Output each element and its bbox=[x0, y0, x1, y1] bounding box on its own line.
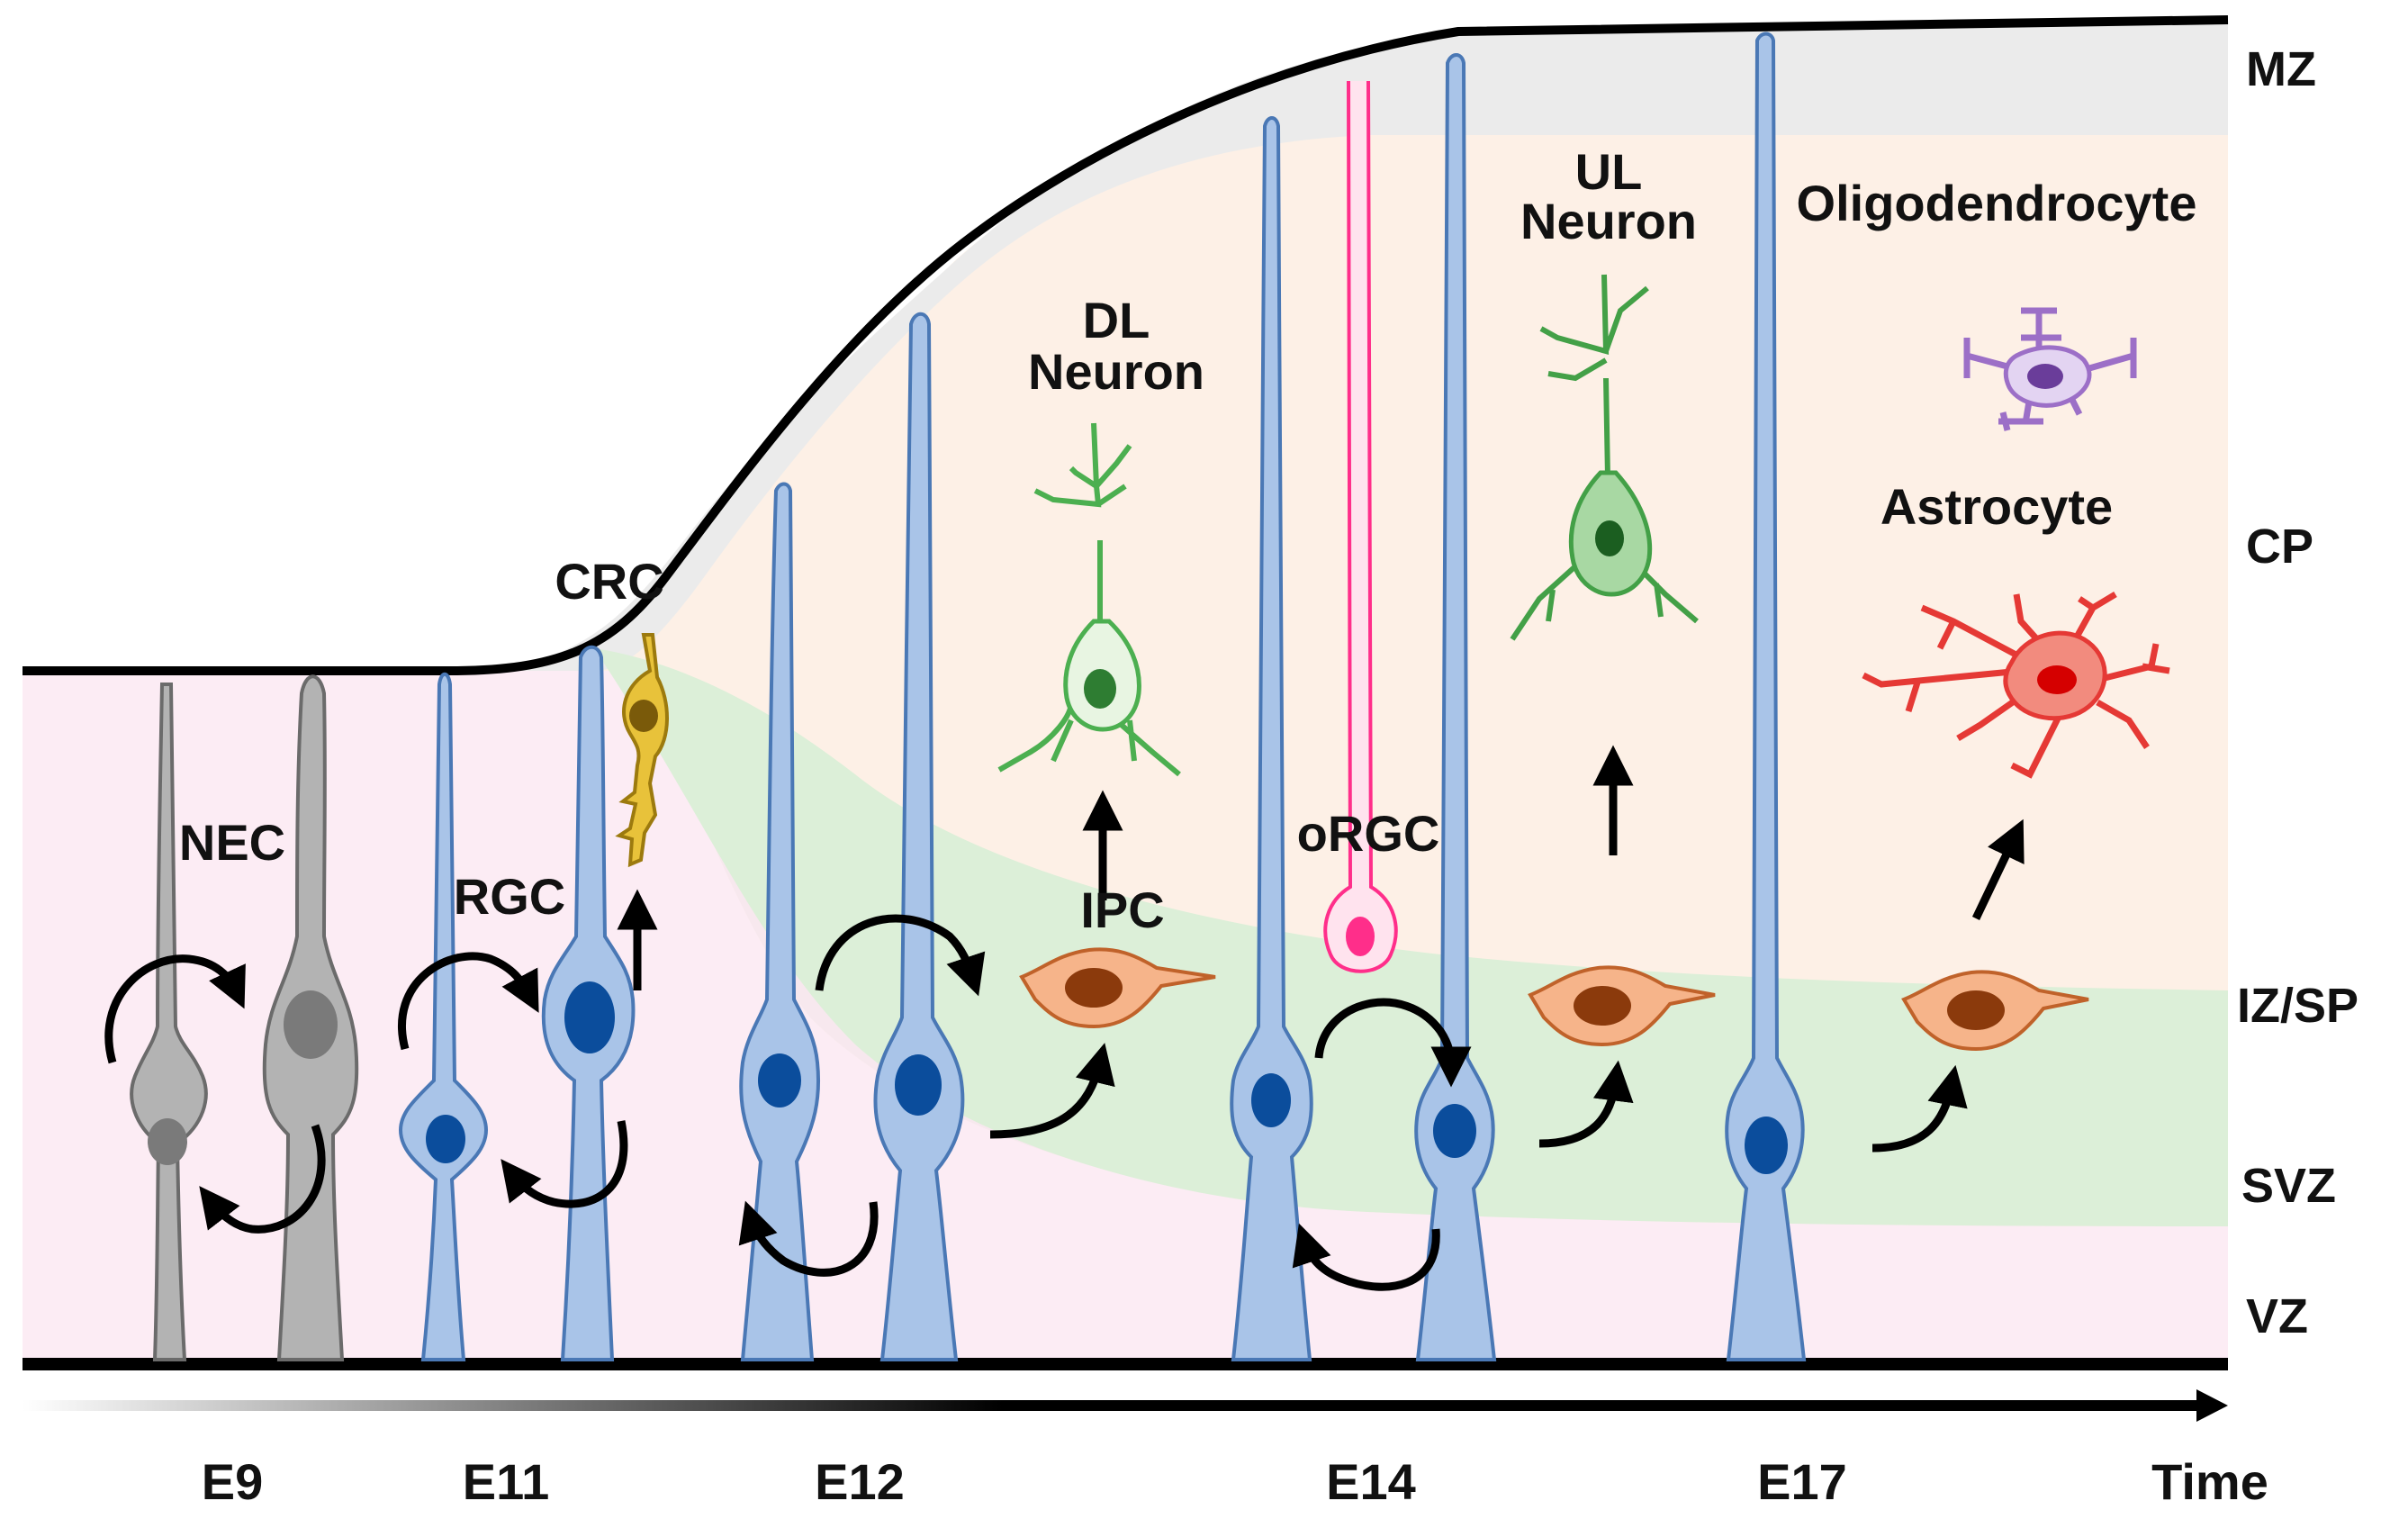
time-tick-e14: E14 bbox=[1326, 1453, 1416, 1510]
rgc-nucleus-2 bbox=[564, 981, 615, 1053]
crc-cell bbox=[615, 633, 669, 868]
ul-neuron-label-line2: Neuron bbox=[1520, 193, 1697, 249]
ul-neuron-label-line1: UL bbox=[1575, 143, 1643, 200]
astrocyte-nucleus bbox=[2037, 665, 2077, 694]
zone-label-mz: MZ bbox=[2246, 42, 2316, 96]
e17-rgc-cell bbox=[1725, 32, 1807, 1361]
ipc-cell-2 bbox=[1528, 965, 1716, 1047]
zone-label-vz: VZ bbox=[2246, 1289, 2308, 1343]
rgc-cell-3 bbox=[739, 482, 821, 1361]
orgc-nucleus bbox=[1346, 917, 1375, 956]
time-tick-e11: E11 bbox=[463, 1453, 550, 1510]
rgc-nucleus-4 bbox=[895, 1054, 942, 1116]
e12-to-ipc-arrow bbox=[989, 1043, 1115, 1139]
time-tick-e17: E17 bbox=[1757, 1453, 1847, 1510]
orgc-label: oRGC bbox=[1297, 805, 1440, 862]
oligodendrocyte-label: Oligodendrocyte bbox=[1797, 175, 2197, 231]
e12-rgc-cells bbox=[739, 312, 965, 1361]
dl-neuron-label-line1: DL bbox=[1083, 292, 1150, 348]
dl-neuron-cell bbox=[997, 422, 1181, 777]
rgc-cycle-arrow-lower bbox=[501, 1120, 628, 1208]
astrocyte-cell bbox=[1862, 591, 2170, 779]
zone-label-iz-sp: IZ/SP bbox=[2237, 979, 2358, 1033]
ul-neuron-nucleus bbox=[1595, 520, 1624, 556]
nec-nucleus-2 bbox=[284, 990, 338, 1059]
e14-rgc-cells bbox=[1230, 53, 1497, 1361]
ipc-cell-3 bbox=[1901, 970, 2089, 1052]
nec-label: NEC bbox=[179, 814, 285, 871]
rgc-nucleus-1 bbox=[426, 1115, 465, 1163]
nec-cells bbox=[130, 674, 359, 1361]
orgc-cell bbox=[1323, 80, 1398, 973]
ipc-nucleus-2 bbox=[1574, 986, 1631, 1026]
astrocyte-processes bbox=[1862, 591, 2170, 779]
nec-cycle-arrow-lower bbox=[199, 1124, 326, 1234]
mz-zone bbox=[450, 20, 2228, 671]
time-axis: E9 E11 E12 E14 E17 Time bbox=[23, 1389, 2268, 1510]
differentiation-arrows bbox=[617, 745, 2025, 990]
orgc-body bbox=[1323, 80, 1398, 973]
e12-cycle-arrow-lower bbox=[738, 1200, 879, 1277]
cycle-arrows bbox=[104, 914, 1968, 1291]
cell-labels: NEC RGC CRC DL Neuron IPC oRGC UL Neuron… bbox=[179, 143, 2197, 938]
time-tick-e12: E12 bbox=[815, 1453, 905, 1510]
ipc-nucleus-1 bbox=[1065, 968, 1123, 1008]
rgc-cell-6 bbox=[1414, 53, 1497, 1361]
rgc-cycle-arrow-upper bbox=[398, 952, 539, 1051]
dl-neuron-nucleus bbox=[1084, 669, 1116, 709]
zone-labels: MZ CP IZ/SP SVZ VZ bbox=[2237, 42, 2358, 1343]
ipc-label: IPC bbox=[1080, 882, 1164, 938]
rgc-nucleus-7 bbox=[1745, 1117, 1788, 1174]
oligodendrocyte-cell bbox=[1963, 307, 2137, 431]
e14-to-ipc-arrow bbox=[1538, 1060, 1634, 1148]
rgc-label: RGC bbox=[454, 868, 565, 925]
rgc-nucleus-3 bbox=[758, 1053, 801, 1108]
rgc-cell-7 bbox=[1725, 32, 1807, 1361]
ipc-to-astrocyte-arrow bbox=[1971, 818, 2025, 920]
crc-nucleus bbox=[629, 700, 658, 732]
ul-neuron-processes bbox=[1510, 274, 1699, 641]
vz-lower-zone bbox=[23, 1226, 2228, 1360]
rgc-cell-1 bbox=[398, 672, 489, 1361]
time-axis-bar bbox=[23, 1400, 2201, 1411]
ipc-nucleus-3 bbox=[1947, 990, 2005, 1030]
rgc-cells bbox=[398, 645, 636, 1361]
rgc-cell-5 bbox=[1230, 116, 1313, 1361]
e12-cycle-arrow-upper bbox=[815, 914, 986, 997]
ul-neuron-cell bbox=[1510, 274, 1699, 641]
rgc-nucleus-5 bbox=[1251, 1073, 1291, 1127]
e17-to-ipc-arrow bbox=[1871, 1064, 1968, 1153]
nec-nucleus-1 bbox=[148, 1118, 187, 1165]
time-axis-label: Time bbox=[2151, 1453, 2268, 1510]
e14-cycle-arrow-upper bbox=[1314, 998, 1472, 1088]
time-tick-e9: E9 bbox=[202, 1453, 264, 1510]
zone-label-svz: SVZ bbox=[2241, 1159, 2336, 1213]
crc-label: CRC bbox=[555, 553, 663, 610]
crc-body bbox=[615, 633, 669, 868]
nec-cycle-arrow-upper bbox=[104, 954, 246, 1064]
rgc-nucleus-6 bbox=[1433, 1104, 1476, 1158]
zone-label-cp: CP bbox=[2246, 520, 2313, 574]
iz-sp-zone bbox=[594, 648, 2228, 1226]
ipc-cell-1 bbox=[1019, 947, 1216, 1029]
astrocyte-label: Astrocyte bbox=[1880, 478, 2113, 535]
pial-surface-line bbox=[23, 15, 2229, 675]
oligodendrocyte-nucleus bbox=[2027, 364, 2063, 389]
time-axis-arrowhead bbox=[2196, 1389, 2228, 1422]
oligodendrocyte-processes bbox=[1963, 307, 2137, 431]
e14-cycle-arrow-lower bbox=[1292, 1223, 1440, 1291]
dl-neuron-label-line2: Neuron bbox=[1028, 343, 1204, 400]
